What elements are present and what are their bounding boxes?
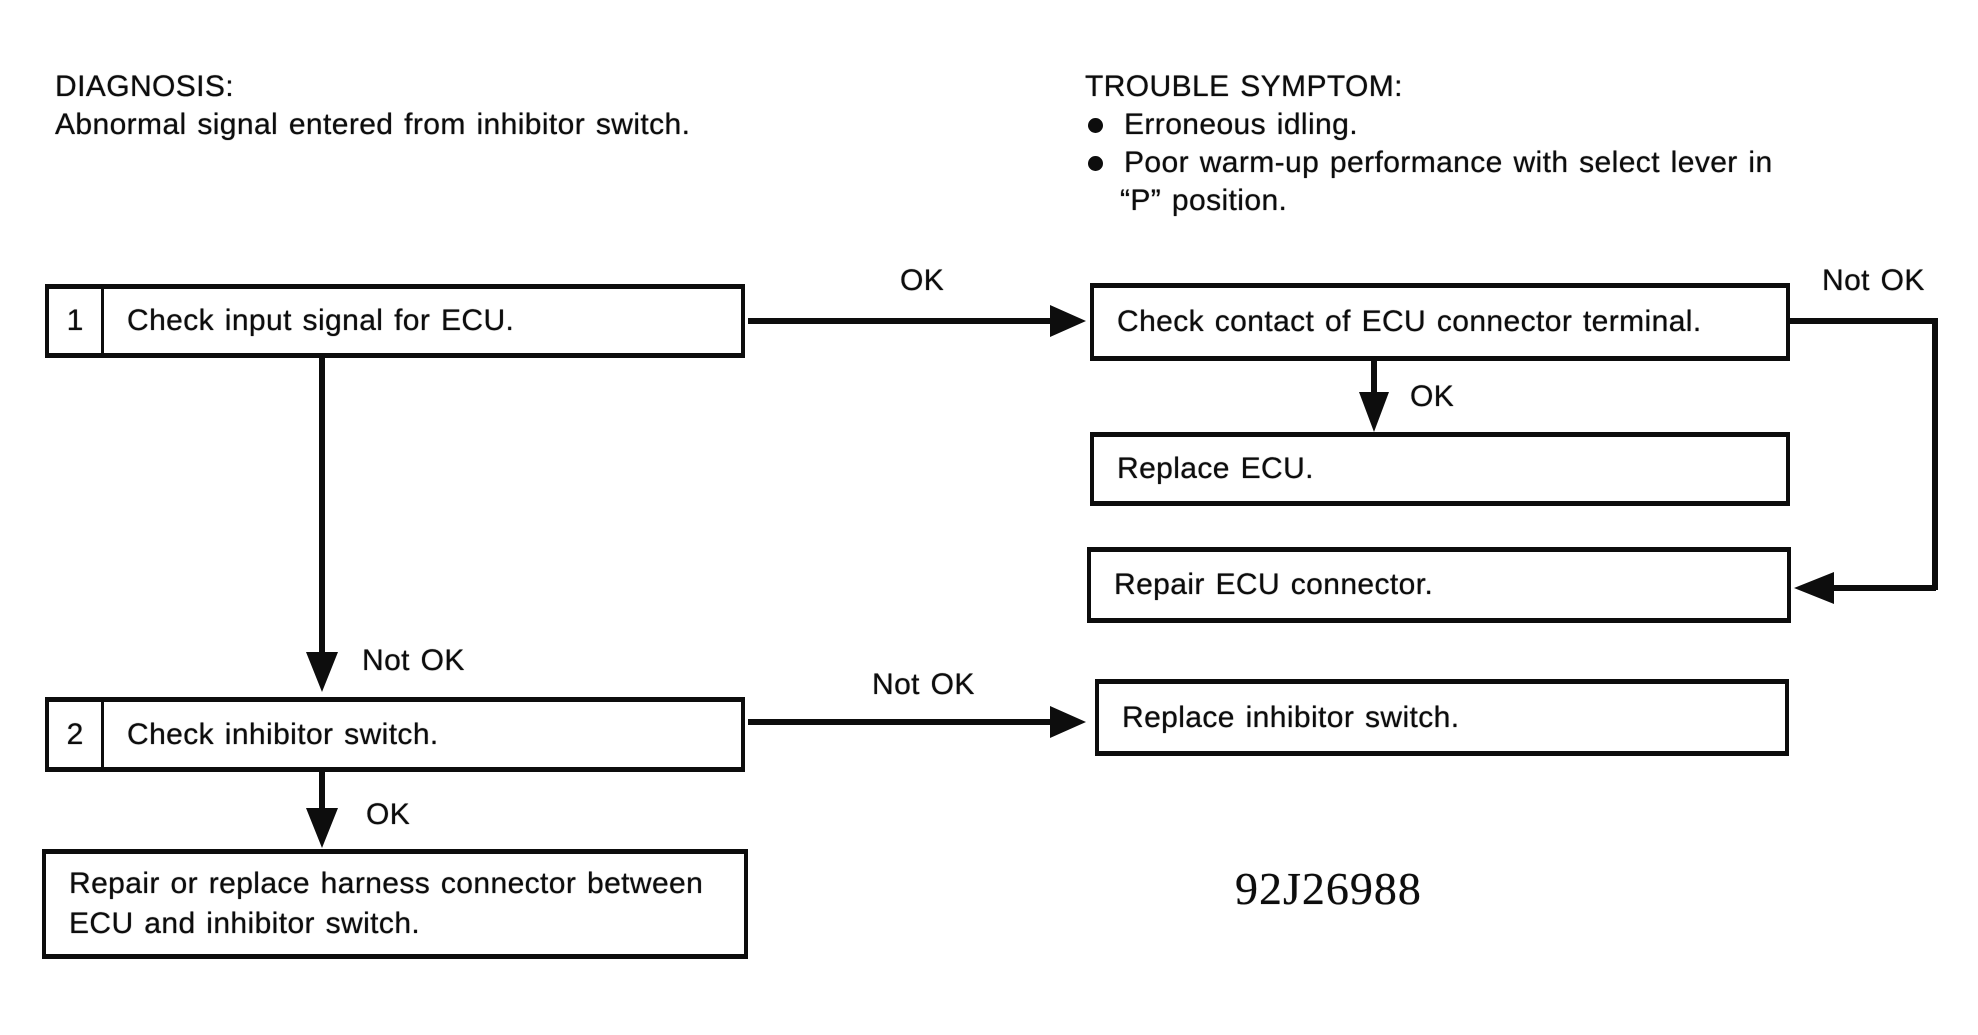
connector-line [1790, 318, 1938, 324]
connector-line [748, 719, 1050, 725]
flow-box-check-contact: Check contact of ECU connector terminal. [1090, 283, 1790, 361]
repair-connector-label: Repair ECU connector. [1114, 568, 1434, 601]
flow-box-final: Repair or replace harness connector betw… [42, 849, 748, 959]
step2-label: Check inhibitor switch. [127, 717, 439, 751]
connector-label-not-ok: Not OK [872, 668, 975, 701]
connector-label-ok: OK [366, 798, 411, 831]
trouble-symptom-title: TROUBLE SYMPTOM: [1085, 70, 1403, 103]
connector-label-ok: OK [900, 264, 945, 297]
arrowhead-right-icon [1050, 706, 1086, 738]
bullet-icon [1088, 118, 1103, 133]
connector-line [1932, 318, 1938, 590]
flow-box-step2: 2 Check inhibitor switch. [45, 697, 745, 772]
flow-box-step1: 1 Check input signal for ECU. [45, 284, 745, 358]
connector-line [319, 772, 325, 812]
connector-line [748, 318, 1050, 324]
diagnosis-description: Abnormal signal entered from inhibitor s… [55, 108, 691, 141]
step1-label: Check input signal for ECU. [127, 304, 515, 337]
arrowhead-left-icon [1794, 572, 1834, 604]
flow-box-repair-connector: Repair ECU connector. [1087, 547, 1791, 623]
bullet-icon [1088, 156, 1103, 171]
symptom-item-wrap: “P” position. [1120, 184, 1288, 217]
arrowhead-down-icon [306, 652, 338, 692]
connector-label-ok: OK [1410, 380, 1455, 413]
connector-line [319, 358, 325, 654]
symptom-item: Erroneous idling. [1124, 108, 1358, 141]
step1-number: 1 [49, 289, 104, 353]
symptom-item: Poor warm-up performance with select lev… [1124, 146, 1773, 179]
figure-code: 92J26988 [1235, 863, 1422, 914]
arrowhead-down-icon [1359, 392, 1389, 432]
arrowhead-right-icon [1050, 305, 1086, 337]
diagnosis-title: DIAGNOSIS: [55, 70, 235, 103]
connector-label-not-ok: Not OK [1822, 264, 1925, 297]
flow-box-replace-inhibitor: Replace inhibitor switch. [1095, 679, 1789, 756]
connector-label-not-ok: Not OK [362, 644, 465, 677]
replace-inhibitor-label: Replace inhibitor switch. [1122, 700, 1460, 734]
flow-box-replace-ecu: Replace ECU. [1090, 432, 1790, 506]
final-label: Repair or replace harness connector betw… [46, 864, 703, 944]
connector-line [1371, 361, 1377, 395]
check-contact-label: Check contact of ECU connector terminal. [1117, 305, 1702, 338]
arrowhead-down-icon [306, 808, 338, 848]
step2-number: 2 [49, 702, 104, 767]
final-label-line1: Repair or replace harness connector betw… [69, 867, 704, 900]
connector-line [1834, 585, 1936, 591]
replace-ecu-label: Replace ECU. [1117, 452, 1314, 485]
final-label-line2: ECU and inhibitor switch. [69, 907, 421, 940]
